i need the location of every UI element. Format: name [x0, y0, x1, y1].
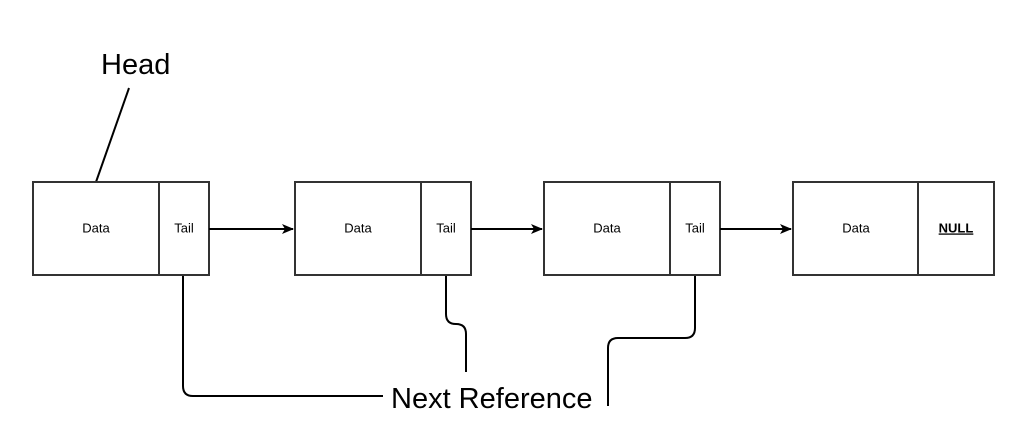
head-pointer-line: [95, 87, 130, 183]
node-4-pointer-cell: [917, 181, 995, 276]
next-reference-label: Next Reference: [391, 383, 593, 415]
node-1-pointer-cell: [158, 181, 210, 276]
node-2: Data Tail: [294, 181, 472, 276]
node-3-pointer-label: Tail: [685, 220, 705, 235]
node-4-data-label: Data: [842, 220, 870, 235]
node-4: Data NULL: [792, 181, 995, 276]
node-2-data-cell: [294, 181, 422, 276]
next-reference-bracket-left: [182, 276, 383, 397]
node-1: Data Tail: [32, 181, 210, 276]
node-3-pointer-cell: [669, 181, 721, 276]
node-4-null-label: NULL: [939, 220, 974, 235]
next-reference-bracket-right: [607, 276, 696, 406]
node-1-pointer-label: Tail: [174, 220, 194, 235]
next-reference-bracket-middle: [445, 276, 467, 372]
node-3-data-cell: [543, 181, 671, 276]
node-2-data-label: Data: [344, 220, 372, 235]
node-2-pointer-label: Tail: [436, 220, 456, 235]
head-label: Head: [101, 49, 170, 81]
node-1-data-cell: [32, 181, 160, 276]
node-3: Data Tail: [543, 181, 721, 276]
node-1-data-label: Data: [82, 220, 110, 235]
node-4-data-cell: [792, 181, 919, 276]
node-3-data-label: Data: [593, 220, 621, 235]
